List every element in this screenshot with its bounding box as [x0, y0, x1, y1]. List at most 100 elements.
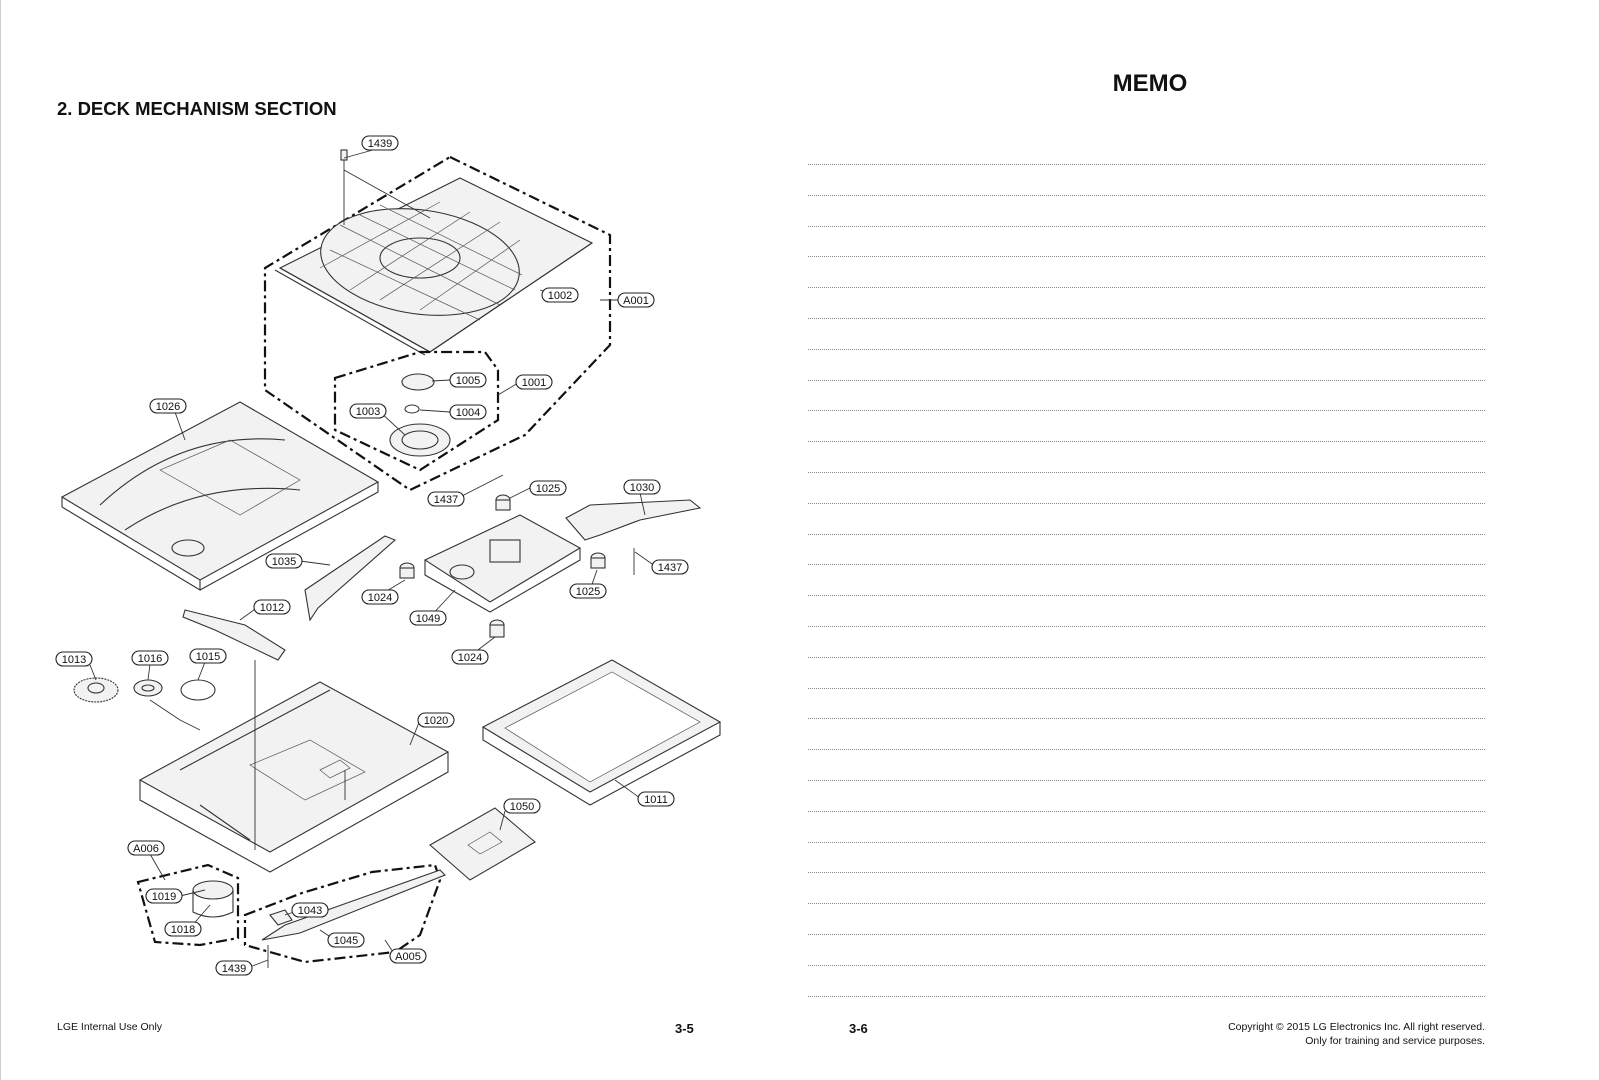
- switch-part-1043: [269, 909, 293, 926]
- copyright-line-2: Only for training and service purposes.: [1305, 1035, 1485, 1047]
- svg-text:1002: 1002: [548, 290, 572, 302]
- svg-text:1035: 1035: [272, 556, 296, 568]
- memo-line: [808, 872, 1485, 874]
- footer-internal-use: LGE Internal Use Only: [57, 1021, 163, 1033]
- ffc-part-1045: [261, 869, 446, 941]
- pickup-base-part-1049: [423, 514, 582, 613]
- part-label-1015: 1015: [189, 648, 227, 664]
- memo-line: [808, 687, 1485, 689]
- part-label-1012: 1012: [253, 599, 291, 615]
- svg-text:A006: A006: [133, 843, 159, 855]
- part-label-A006: A006: [127, 840, 165, 856]
- memo-line: [808, 225, 1485, 227]
- svg-text:1437: 1437: [658, 562, 682, 574]
- part-label-1002: 1002: [541, 287, 579, 303]
- part-label-1439: 1439: [361, 135, 399, 151]
- memo-title: MEMO: [1112, 70, 1188, 97]
- svg-text:1013: 1013: [62, 654, 86, 666]
- svg-text:1043: 1043: [298, 905, 322, 917]
- memo-line: [808, 995, 1485, 997]
- front-tray-part: [60, 401, 380, 591]
- damper-1024b: [489, 619, 505, 638]
- svg-text:1024: 1024: [368, 592, 392, 604]
- svg-text:1020: 1020: [424, 715, 448, 727]
- lever-part-1012: [182, 609, 286, 661]
- part-label-1437: 1437: [427, 491, 465, 507]
- part-label-1025: 1025: [529, 480, 567, 496]
- svg-text:1024: 1024: [458, 652, 482, 664]
- part-label-1019: 1019: [145, 888, 183, 904]
- pulley-part-1016: [133, 679, 163, 697]
- memo-line: [808, 595, 1485, 597]
- memo-line: [808, 502, 1485, 504]
- svg-text:1016: 1016: [138, 653, 162, 665]
- memo-line: [808, 564, 1485, 566]
- memo-line: [808, 441, 1485, 443]
- disc-tray-part: [274, 177, 594, 356]
- copyright-notice: Copyright © 2015 LG Electronics Inc. All…: [1228, 1020, 1485, 1048]
- svg-text:1005: 1005: [456, 375, 480, 387]
- part-label-1050: 1050: [503, 798, 541, 814]
- svg-text:1439: 1439: [368, 138, 392, 150]
- part-label-1004: 1004: [449, 404, 487, 420]
- part-label-1026: 1026: [149, 398, 187, 414]
- damper-1025b: [590, 552, 606, 569]
- memo-line: [808, 749, 1485, 751]
- svg-text:1045: 1045: [334, 935, 358, 947]
- part-label-1003: 1003: [349, 403, 387, 419]
- damper-1025: [495, 494, 511, 511]
- damper-1024: [399, 562, 415, 579]
- frame-part-1011: [481, 659, 722, 806]
- group-boundary-a005: [243, 863, 442, 964]
- svg-text:A001: A001: [623, 295, 649, 307]
- svg-text:1439: 1439: [222, 963, 246, 975]
- part-label-A001: A001: [617, 292, 655, 308]
- section-title: 2. DECK MECHANISM SECTION: [57, 98, 337, 119]
- svg-text:1011: 1011: [644, 794, 668, 806]
- ffc-cable-1030: [565, 499, 702, 541]
- part-label-1024b: 1024: [451, 649, 489, 665]
- part-label-1013: 1013: [55, 651, 93, 667]
- svg-text:1025: 1025: [576, 586, 600, 598]
- memo-line: [808, 841, 1485, 843]
- part-label-1011: 1011: [637, 791, 675, 807]
- svg-text:1437: 1437: [434, 494, 458, 506]
- magnet-part-1004: [404, 404, 420, 414]
- part-label-1045: 1045: [327, 932, 365, 948]
- memo-line: [808, 810, 1485, 812]
- svg-text:1030: 1030: [630, 482, 654, 494]
- part-label-1049: 1049: [409, 610, 447, 626]
- pcb-part-1050: [429, 807, 536, 881]
- memo-line: [808, 903, 1485, 905]
- memo-line: [808, 317, 1485, 319]
- svg-text:A005: A005: [395, 951, 421, 963]
- memo-line: [808, 779, 1485, 781]
- memo-line: [808, 256, 1485, 258]
- svg-text:1049: 1049: [416, 613, 440, 625]
- main-chassis-part-1020: [138, 681, 450, 873]
- deck-mechanism-exploded-diagram: 1439 1002 A001 1005 1001 1003 1004 1026 …: [55, 135, 722, 976]
- memo-line: [808, 471, 1485, 473]
- part-label-1437b: 1437: [651, 559, 689, 575]
- gear-part-1013: [73, 677, 119, 703]
- svg-text:1025: 1025: [536, 483, 560, 495]
- part-label-1020: 1020: [417, 712, 455, 728]
- part-label-1001: 1001: [515, 374, 553, 390]
- part-label-1035: 1035: [265, 553, 303, 569]
- part-label-1005: 1005: [449, 372, 487, 388]
- svg-text:1018: 1018: [171, 924, 195, 936]
- belt-part-1015: [180, 679, 216, 701]
- group-boundary-a001: [263, 155, 612, 492]
- slide-part-1035: [304, 535, 397, 622]
- svg-text:1015: 1015: [196, 651, 220, 663]
- page-number-right: 3-6: [849, 1021, 868, 1036]
- memo-line: [808, 533, 1485, 535]
- part-label-1018: 1018: [164, 921, 202, 937]
- group-boundary-a006: [136, 863, 240, 947]
- svg-text:1050: 1050: [510, 801, 534, 813]
- svg-text:1001: 1001: [522, 377, 546, 389]
- memo-line: [808, 164, 1485, 165]
- svg-text:1026: 1026: [156, 401, 180, 413]
- svg-text:1004: 1004: [456, 407, 480, 419]
- svg-text:1003: 1003: [356, 406, 380, 418]
